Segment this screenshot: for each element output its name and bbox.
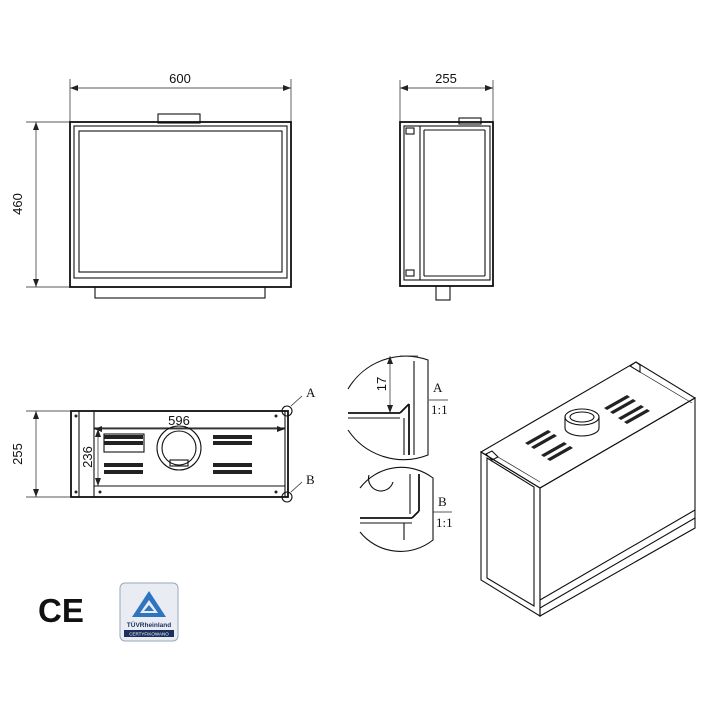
tuv-triangle-icon (132, 591, 166, 617)
top-view: 596 255 236 (10, 385, 316, 503)
top-view-vent-slots (104, 435, 252, 474)
callout-a-label: A (306, 385, 316, 400)
detail-a-label: A (433, 380, 443, 395)
ce-mark: CE (38, 592, 84, 629)
detail-b: B 1:1 (359, 466, 453, 552)
top-inner-width-dimension: 596 (168, 413, 190, 428)
front-view: 600 460 (10, 71, 292, 299)
callout-b-label: B (306, 472, 315, 487)
tuv-cert-text: CERTYFIKOWANO (129, 632, 169, 637)
side-depth-dimension: 255 (435, 71, 457, 86)
detail-b-label: B (438, 494, 447, 509)
detail-a-dimension: 17 (374, 377, 389, 391)
top-inner-depth-dimension: 236 (80, 446, 95, 468)
detail-b-scale: 1:1 (436, 515, 453, 530)
detail-a: 17 A 1:1 (347, 355, 448, 461)
top-depth-dimension: 255 (10, 443, 25, 465)
ce-mark-text: CE (38, 592, 84, 629)
front-height-dimension: 460 (10, 193, 25, 215)
side-view: 255 (399, 71, 494, 301)
tuv-badge: TÜVRheinland CERTYFIKOWANO (119, 582, 179, 642)
detail-a-scale: 1:1 (431, 402, 448, 417)
tuv-brand-text: TÜVRheinland (127, 620, 171, 629)
front-width-dimension: 600 (169, 71, 191, 86)
isometric-view (479, 361, 697, 617)
isometric-vent-slots (525, 395, 650, 461)
